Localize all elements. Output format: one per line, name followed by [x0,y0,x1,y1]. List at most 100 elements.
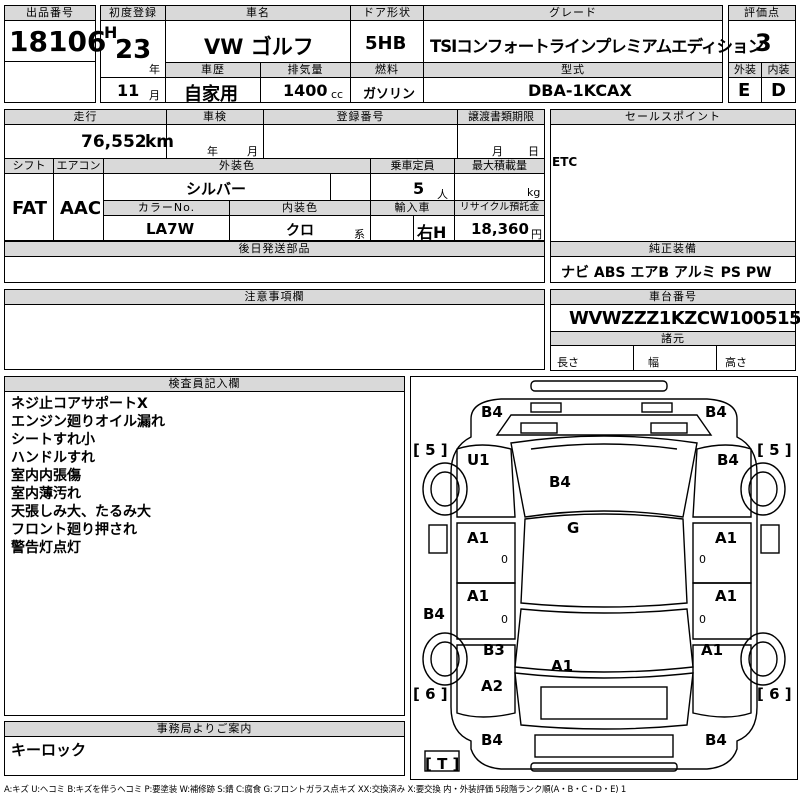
model-code: DBA-1KCAX [528,81,632,100]
mark-quarter-right: A1 [701,641,723,659]
sales-point: ETC [552,155,578,169]
grade: TSIコンフォートラインプレミアムエディション [430,37,764,56]
door-label: ドア形状 [350,5,424,21]
max-load-unit: kg [527,186,541,199]
mark-rear-right: B4 [705,731,727,749]
inspection-label: 車検 [166,109,264,125]
ac-label: エアコン [53,158,104,174]
chassis-cell: WVWZZZ1KZCW100515 [550,304,800,332]
lot-label: 出品番号 [4,5,96,21]
capacity: 5 [413,179,425,198]
rear-bumper-strip [530,762,678,772]
recycle-unit: 円 [531,228,542,241]
mileage-label: 走行 [4,109,167,125]
mark-quarter-left: B3 [483,641,505,659]
equipment-label: 純正装備 [550,241,796,257]
import-label: 輸入車 [370,200,455,216]
front-bumper-shape [530,380,668,392]
score-cell: 3 [728,20,796,63]
front-plate-left [530,402,562,413]
equipment-cell: ナビ ABS エアB アルミ PS PW [550,256,796,283]
displacement-cell: 1400 cc [260,77,351,103]
month-unit: 月 [149,89,160,102]
specs-label: 諸元 [550,331,796,346]
mirror-right [760,524,780,554]
ac: AAC [60,198,102,219]
mark-fender-right: B4 [717,451,739,469]
office-text: キーロック [11,741,87,759]
reg-no-label: 登録番号 [263,109,458,125]
car-diagram: [ 5 ] [ 5 ] [ 6 ] [ 6 ] [ T ] B4 B4 U1 B… [410,376,798,780]
grade-label: グレード [423,5,723,21]
rear-window-shape [514,608,694,673]
rear-bumper-shape [534,734,674,758]
interior-cell: D [761,77,796,103]
inspector-line: フロント廻り押され [11,522,137,538]
lot-number: 18106 [9,25,107,58]
lot-cell: 18106 [4,20,106,62]
headlight-right [650,422,688,434]
rear-door-left-shape [456,582,516,640]
inspector-line: ハンドルすれ [11,450,95,466]
color-no-cell: LA7W [103,215,230,241]
import-blank [370,215,414,241]
displacement: 1400 [283,81,328,100]
tire-tread-rear-right: [ 6 ] [757,685,792,703]
era: H [104,23,118,42]
int-color-unit: 系 [354,228,365,241]
door-type: 5HB [365,33,407,54]
mark-trunk: A1 [551,657,573,675]
equipment: ナビ ABS エアB アルミ PS PW [561,265,772,281]
door-cell: 5HB [350,20,424,63]
shift: FAT [12,198,48,219]
ext-color-cell: シルバー [103,173,331,201]
lot-blank [4,61,96,103]
score: 3 [755,29,772,57]
car-body-outline [450,398,758,770]
spare-tire-label: [ T ] [425,755,459,773]
reg-month: 11 [117,81,140,100]
inspection-year-unit: 年 [207,145,218,158]
ext-color: シルバー [186,180,247,198]
transfer-cell: 月 日 [457,124,545,159]
ext-color-label: 外装色 [103,158,371,174]
windshield-shape [510,435,698,518]
fuel-cell: ガソリン [350,77,424,103]
height-cell: 高さ [716,345,796,371]
inspector-line: 室内薄汚れ [11,486,81,502]
displacement-unit: cc [331,88,344,101]
car-name-label: 車名 [165,5,351,21]
history: 自家用 [184,84,238,105]
door-handle-mark: 0 [501,553,508,566]
door-handle-mark: 0 [501,613,508,626]
door-handle-mark: 0 [699,553,706,566]
rear-door-right-shape [692,582,752,640]
shift-cell: FAT [4,173,54,241]
sales-point-label: セールスポイント [550,109,796,125]
height-label: 高さ [725,356,747,369]
length-cell: 長さ [550,345,634,371]
int-color-label: 内装色 [229,200,371,216]
later-parts-cell [4,256,545,283]
mark-fender-left: U1 [467,451,490,469]
exterior-grade: E [738,80,751,101]
max-load-label: 最大積載量 [454,158,545,174]
later-parts-label: 後日発送部品 [4,241,545,257]
mark-rear-lower-left: A2 [481,677,503,695]
import-cell: 右H [413,215,455,242]
color-no: LA7W [146,220,195,238]
chassis-number: WVWZZZ1KZCW100515 [569,308,800,329]
inspector-line: 天張しみ大、たるみ大 [11,504,151,520]
notice-cell [4,304,545,370]
mark-hood: B4 [549,473,571,491]
tire-tread-rear-left: [ 6 ] [413,685,448,703]
max-load-cell: kg [454,173,545,201]
reg-no-cell [263,124,458,159]
quarter-right-shape [692,644,752,718]
chassis-label: 車台番号 [550,289,796,305]
rear-plate-area [540,686,668,720]
hood-line [530,443,678,450]
inspector-line: ネジ止コアサポートX [11,396,148,412]
headlight-left [520,422,558,434]
ext-color-extra [330,173,371,201]
